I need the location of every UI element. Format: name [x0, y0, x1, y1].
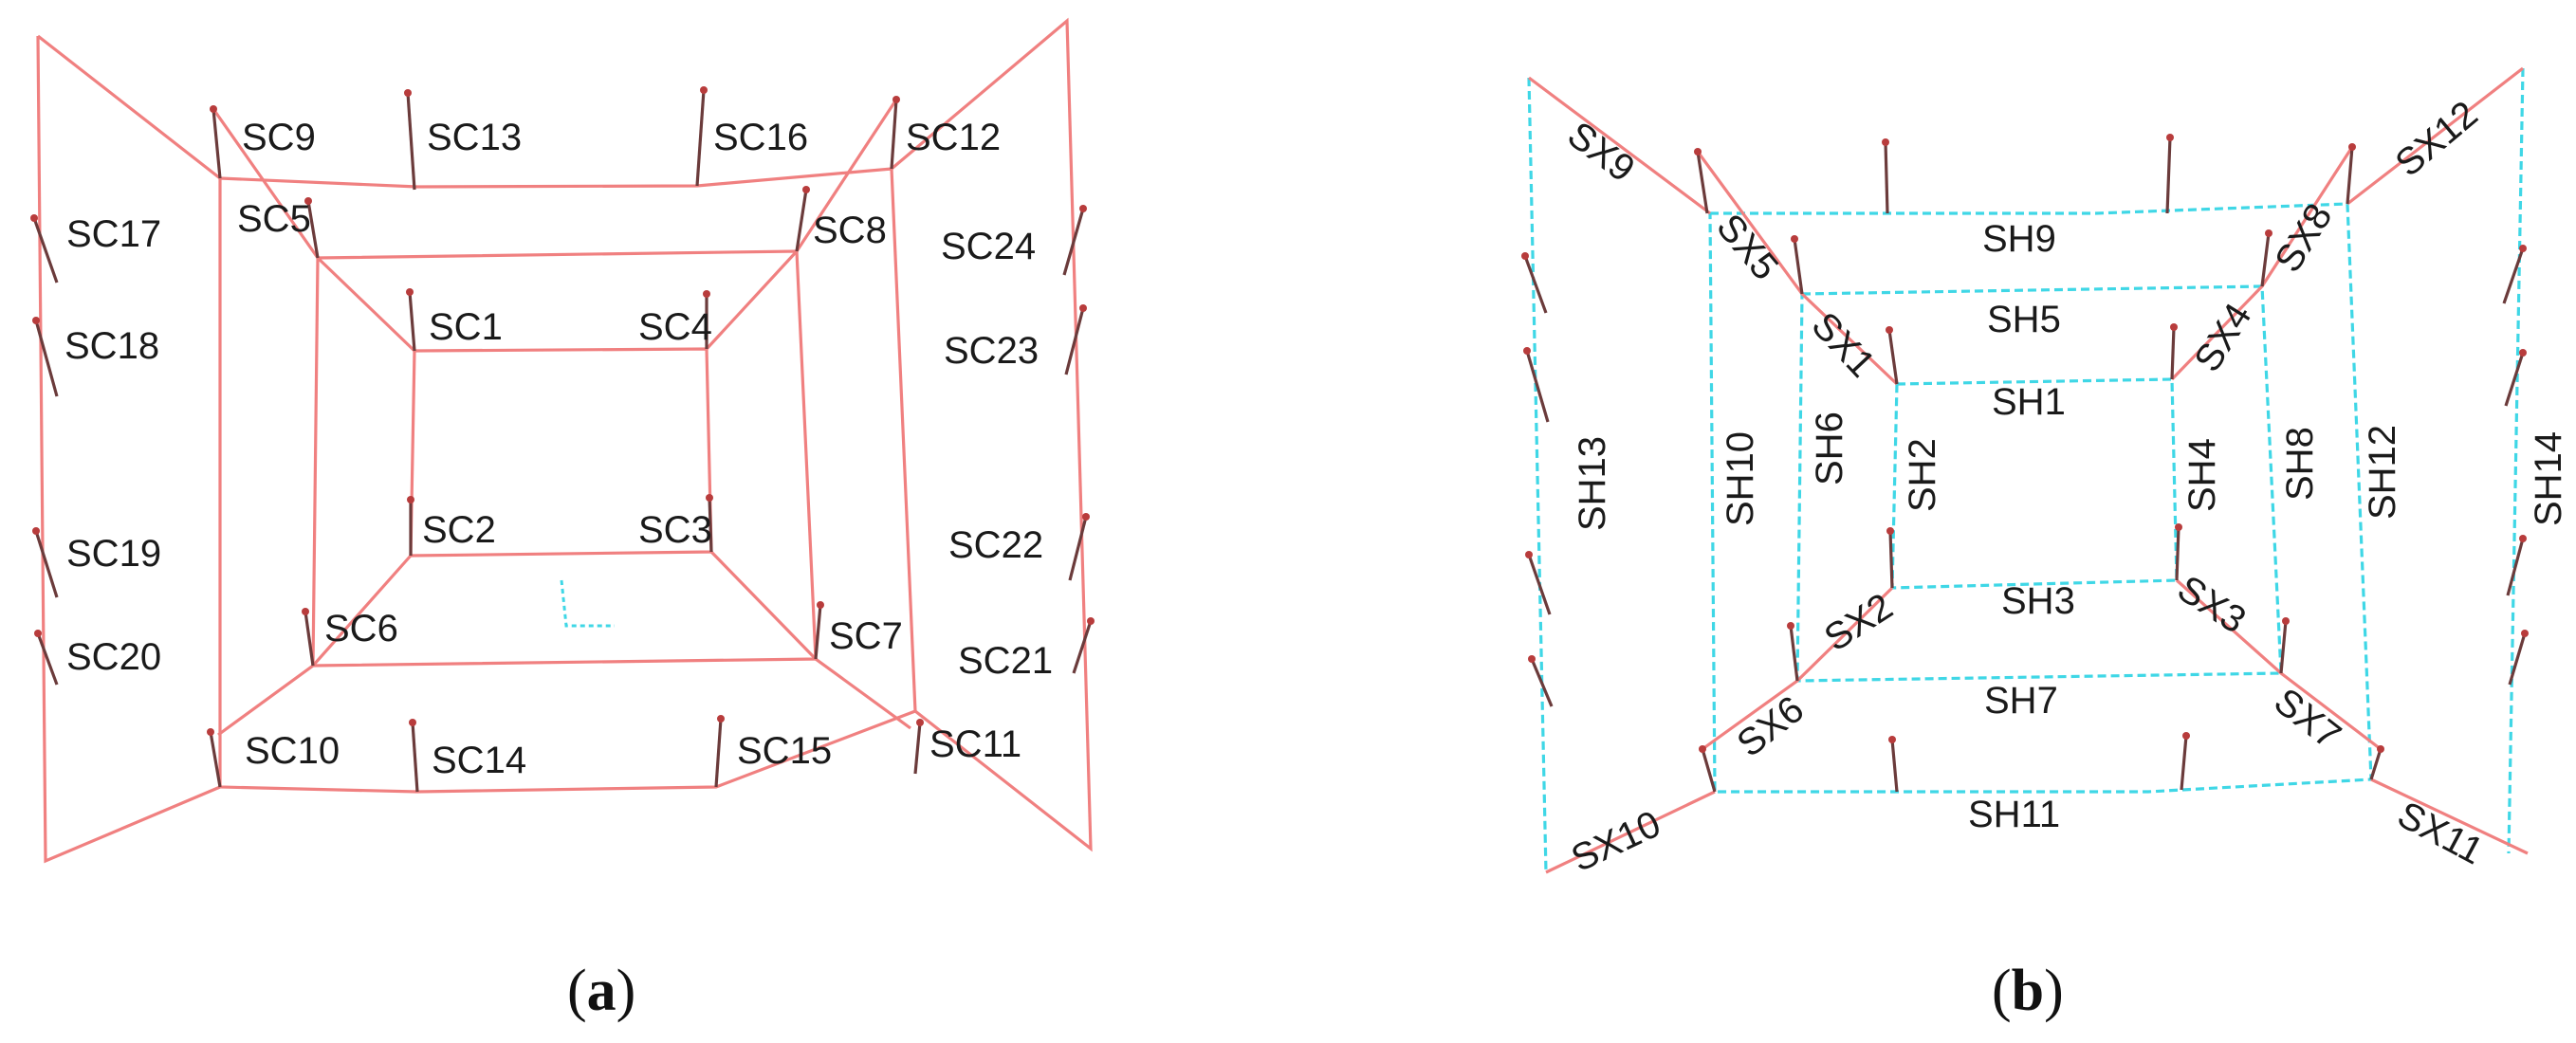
caption-a: (a) [567, 959, 635, 1023]
label-sc11: SC11 [929, 723, 1021, 765]
label-sc7: SC7 [829, 615, 903, 657]
label-sc22: SC22 [948, 524, 1043, 566]
label-sx10: SX10 [1565, 803, 1666, 880]
label-sc3: SC3 [638, 509, 712, 551]
label-sx8: SX8 [2267, 196, 2340, 279]
label-sc10: SC10 [245, 730, 340, 772]
label-sh2: SH2 [1902, 438, 1943, 512]
label-sx11: SX11 [2391, 794, 2490, 872]
label-sc16: SC16 [713, 117, 808, 158]
label-sc1: SC1 [429, 306, 503, 348]
sh-middle-frame [1795, 284, 2283, 683]
label-sc24: SC24 [941, 226, 1036, 267]
panel-a-diagram: SC1 SC2 SC3 SC4 SC5 SC6 SC7 SC8 SC9 SC10… [30, 17, 1095, 1023]
label-sc2: SC2 [422, 509, 496, 551]
far-outer-frame [36, 17, 1093, 864]
panel-b-diagram: SH1 SH2 SH3 SH4 SH5 SH6 SH7 SH8 SH9 SH10… [1521, 66, 2569, 1023]
label-sc6: SC6 [324, 608, 398, 650]
label-sx9: SX9 [1560, 114, 1643, 191]
label-sh11: SH11 [1968, 794, 2060, 835]
label-sx4: SX4 [2186, 296, 2259, 378]
label-sh6: SH6 [1809, 412, 1850, 485]
sensor-posts-b [1521, 134, 2529, 793]
label-sh9: SH9 [1982, 218, 2056, 260]
sensor-posts-a [30, 86, 1095, 793]
label-sc14: SC14 [432, 740, 526, 781]
label-sc13: SC13 [427, 117, 522, 158]
label-sc18: SC18 [64, 325, 159, 367]
label-sh1: SH1 [1992, 381, 2066, 423]
label-sx5: SX5 [1708, 207, 1786, 288]
label-sx1: SX1 [1803, 304, 1883, 385]
label-sc21: SC21 [958, 640, 1053, 682]
label-sc5: SC5 [237, 198, 311, 240]
label-sh7: SH7 [1984, 680, 2058, 722]
label-sx6: SX6 [1729, 688, 1812, 765]
label-sh3: SH3 [2001, 580, 2075, 622]
label-sh8: SH8 [2279, 427, 2321, 501]
sh-side-frame-right [2507, 67, 2525, 854]
label-sh10: SH10 [1720, 431, 1761, 526]
label-sc12: SC12 [906, 117, 1001, 158]
label-sc20: SC20 [66, 636, 161, 678]
label-sc17: SC17 [66, 213, 161, 255]
sh-side-frame-left [1527, 77, 1548, 873]
label-sc4: SC4 [638, 306, 712, 348]
label-sh4: SH4 [2181, 438, 2223, 512]
label-sc9: SC9 [242, 117, 316, 158]
label-sh14: SH14 [2528, 431, 2569, 526]
label-sc23: SC23 [944, 330, 1039, 372]
sx-labels: SX1 SX2 SX3 SX4 SX5 SX6 SX7 SX8 SX9 SX10… [1560, 93, 2491, 880]
origin-marker [560, 579, 615, 628]
label-sh13: SH13 [1572, 436, 1613, 531]
sh-inner-frame [1890, 377, 2179, 590]
label-sh12: SH12 [2362, 425, 2403, 520]
sc-labels: SC1 SC2 SC3 SC4 SC5 SC6 SC7 SC8 SC9 SC10… [64, 117, 1053, 781]
label-sx3: SX3 [2170, 568, 2253, 642]
label-sc15: SC15 [737, 730, 832, 772]
label-sx7: SX7 [2266, 680, 2348, 757]
label-sh5: SH5 [1987, 299, 2061, 340]
caption-b: (b) [1992, 959, 2064, 1023]
label-sc19: SC19 [66, 533, 161, 575]
sh-labels: SH1 SH2 SH3 SH4 SH5 SH6 SH7 SH8 SH9 SH10… [1572, 218, 2569, 835]
label-sc8: SC8 [813, 210, 887, 251]
